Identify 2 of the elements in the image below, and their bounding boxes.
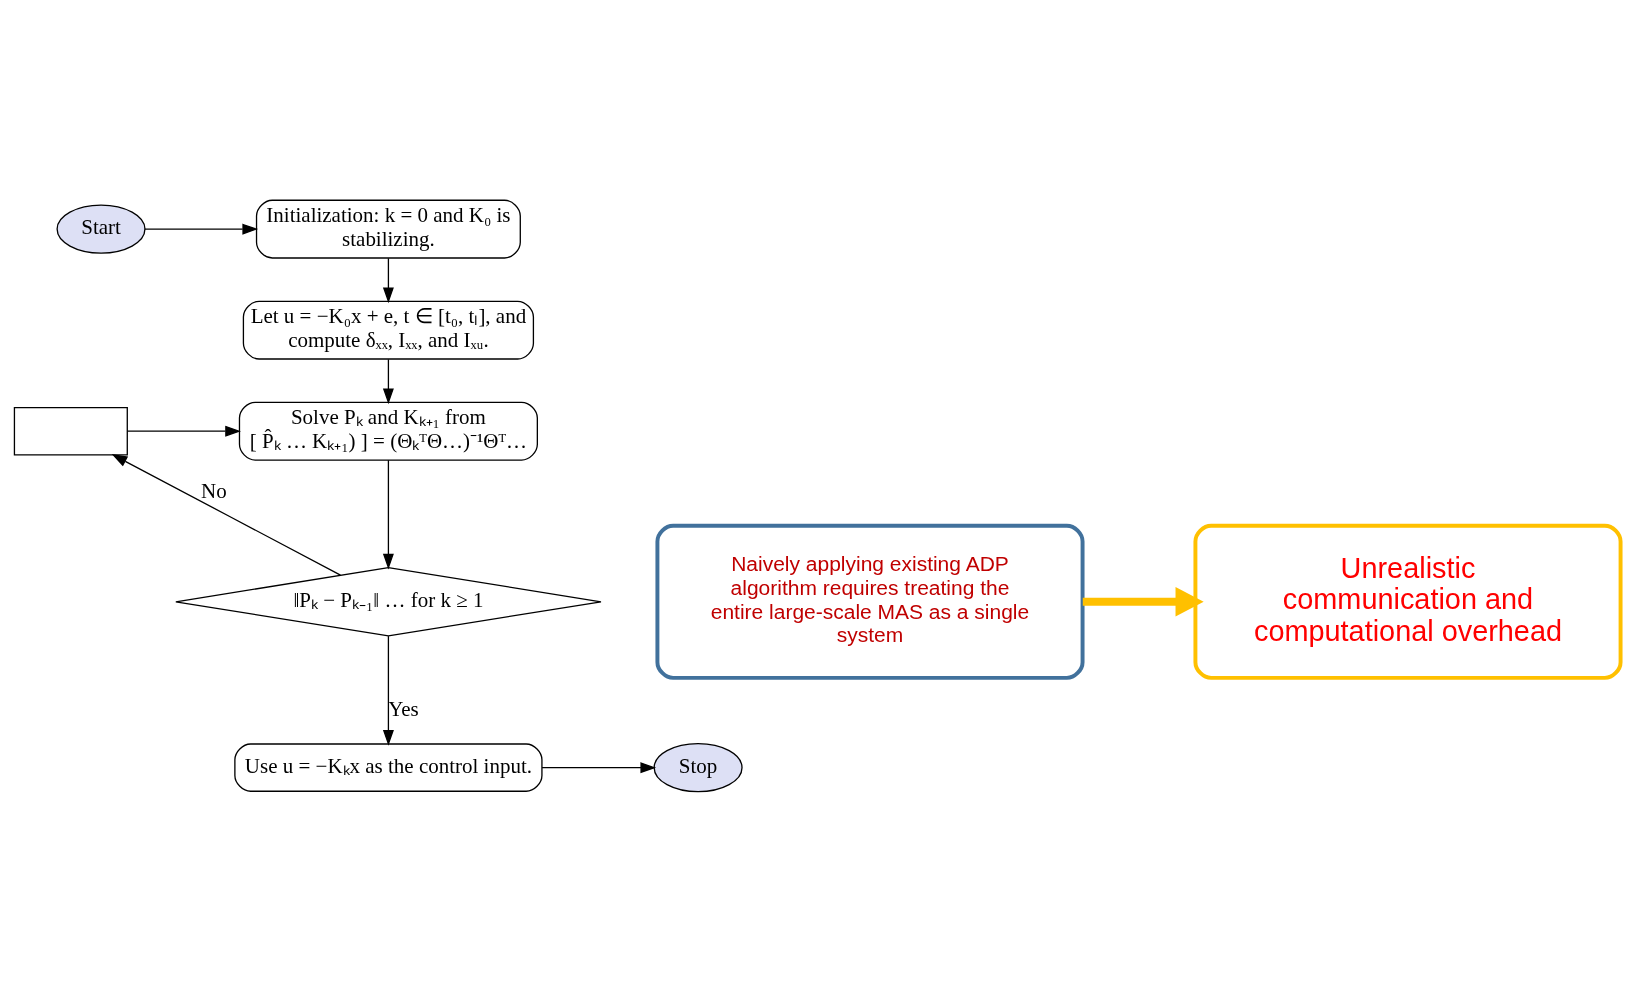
edge-label: Yes [387,696,419,721]
edge-label: No [200,478,227,503]
